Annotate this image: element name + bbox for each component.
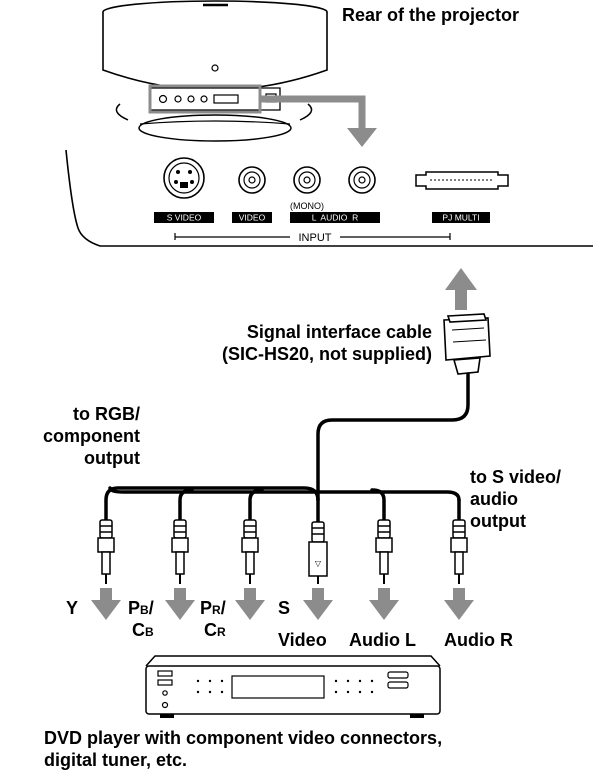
plugs: ▽ bbox=[97, 519, 468, 584]
signal-cable-label: Signal interface cable (SIC-HS20, not su… bbox=[160, 322, 432, 366]
cr-sub: R bbox=[217, 624, 226, 639]
dvd-tray-slot bbox=[157, 670, 173, 677]
cable-trunk bbox=[104, 372, 470, 524]
plug-pb bbox=[171, 519, 189, 584]
cb-sub: B bbox=[145, 624, 154, 639]
rgb-label-line2: component bbox=[43, 425, 140, 446]
svideo-panel-label: S VIDEO bbox=[167, 213, 202, 223]
svideo-port bbox=[163, 157, 205, 199]
pr-cr-label: PR/ CR bbox=[200, 598, 226, 642]
pb-main: P bbox=[128, 598, 141, 618]
arrow-svideo bbox=[303, 588, 333, 620]
audio-panel-label: L AUDIO R bbox=[312, 213, 358, 223]
pr-sub: R bbox=[212, 603, 221, 617]
cable-up-arrow bbox=[445, 268, 477, 310]
plug-audio-r bbox=[450, 519, 468, 584]
dvd-caption-line2: digital tuner, etc. bbox=[44, 749, 188, 770]
audio-r-port bbox=[348, 166, 376, 194]
signal-cable-label-line1: Signal interface cable bbox=[246, 322, 432, 342]
arrow-audio-l bbox=[369, 588, 399, 620]
pjmulti-panel-label: PJ MULTI bbox=[442, 213, 479, 223]
dvd-player bbox=[145, 655, 441, 718]
plug-audio-l bbox=[375, 519, 393, 584]
svideo-label-line2: audio bbox=[470, 488, 518, 509]
input-panel bbox=[65, 149, 593, 247]
audio-l-port bbox=[293, 166, 321, 194]
projector bbox=[102, 0, 328, 142]
dvd-player-caption: DVD player with component video connecto… bbox=[44, 728, 442, 772]
mono-panel-label: (MONO) bbox=[290, 201, 324, 211]
arrow-audio-r bbox=[444, 588, 474, 620]
rgb-component-output-label: to RGB/ component output bbox=[0, 404, 140, 470]
signal-cable-connector bbox=[443, 313, 491, 375]
plug-y bbox=[97, 519, 115, 584]
rear-of-projector-label: Rear of the projector bbox=[342, 5, 520, 25]
svideo-label-line3: output bbox=[470, 510, 526, 531]
svg-text:▽: ▽ bbox=[315, 559, 322, 568]
arrow-pr bbox=[235, 588, 265, 620]
input-panel-label: INPUT bbox=[299, 232, 332, 244]
signal-cable-label-line2: (SIC-HS20, not supplied) bbox=[221, 343, 432, 364]
audio-l-label: Audio L bbox=[349, 630, 416, 650]
svideo-label-line1: to S video/ bbox=[470, 467, 562, 487]
audio-r-label: Audio R bbox=[444, 630, 513, 650]
cb-main: C bbox=[132, 619, 145, 640]
pr-slash: / bbox=[220, 598, 226, 618]
panel-labels: S VIDEO VIDEO (MONO) L AUDIO R PJ MULTI … bbox=[154, 201, 490, 244]
plug-svideo: ▽ bbox=[308, 521, 328, 584]
down-arrows bbox=[91, 588, 474, 620]
svideo-audio-output-label: to S video/ audio output bbox=[470, 467, 561, 533]
pb-sub: B bbox=[140, 603, 149, 617]
video-port bbox=[238, 166, 266, 194]
rgb-label-line3: output bbox=[84, 447, 140, 468]
arrow-pb bbox=[165, 588, 195, 620]
rgb-label-line1: to RGB/ bbox=[73, 404, 140, 424]
arrow-y bbox=[91, 588, 121, 620]
pjmulti-port bbox=[415, 171, 509, 190]
rear-to-panel-arrow bbox=[260, 95, 377, 147]
cr-main: C bbox=[204, 619, 217, 640]
pb-cb-label: PB/ CB bbox=[128, 598, 154, 642]
s-label: S bbox=[278, 598, 291, 618]
video-label: Video bbox=[278, 630, 327, 650]
pr-main: P bbox=[200, 598, 213, 618]
plug-pr bbox=[241, 519, 259, 584]
pb-slash: / bbox=[148, 598, 154, 618]
video-panel-label: VIDEO bbox=[239, 213, 266, 223]
y-label: Y bbox=[66, 598, 79, 618]
dvd-caption-line1: DVD player with component video connecto… bbox=[44, 728, 443, 748]
